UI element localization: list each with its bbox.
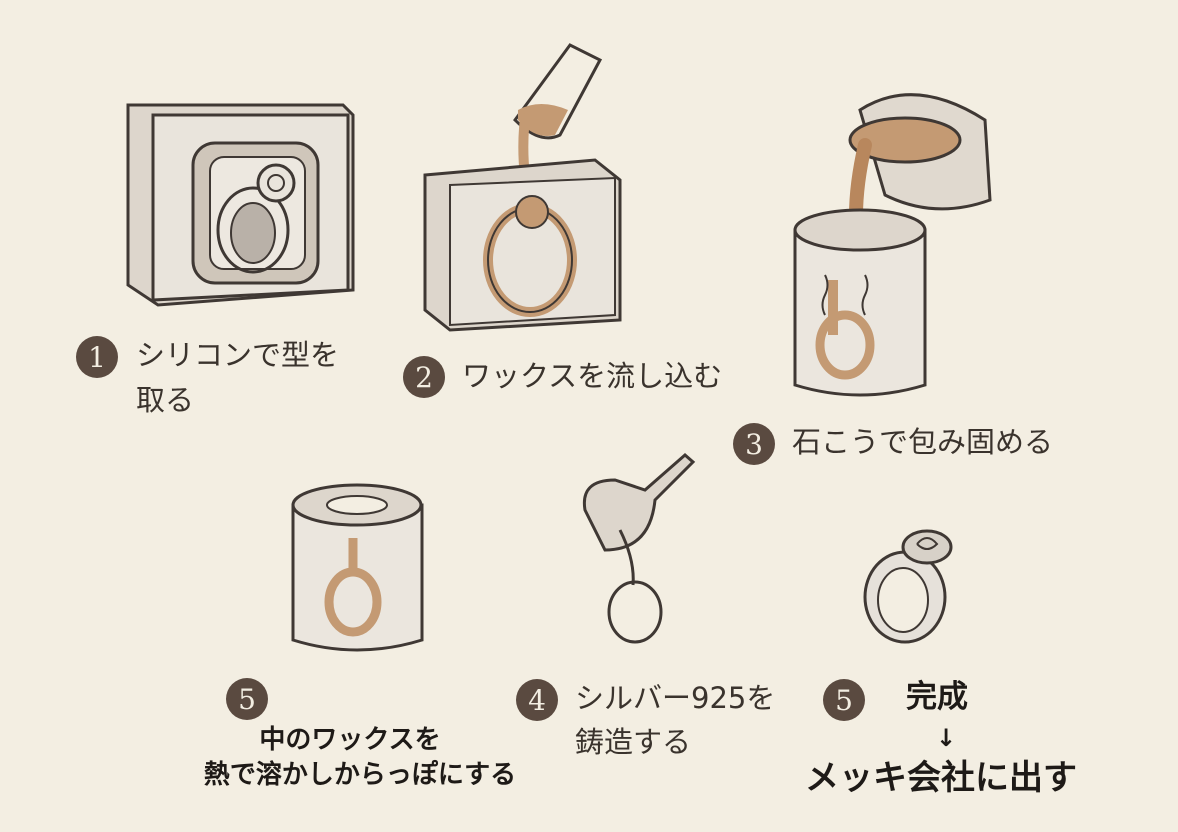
step-badge-3: 3 [733,423,775,465]
step-5-burnout-line2: 熱で溶かしからっぽにする [203,760,517,790]
step-4-label-line1: シルバー925を [575,681,776,715]
step-badge-4: 4 [516,679,558,721]
plaster-cylinder-illustration [793,93,992,397]
step-badge-5-complete: 5 [823,679,865,721]
step-4-label-line2: 鋳造する [575,725,692,759]
silver-casting-illustration [582,453,696,644]
step-2-label: ワックスを流し込む [462,359,723,393]
wax-pouring-illustration [423,43,622,332]
plating-label: メッキ会社に出す [805,758,1077,798]
silicone-mold-illustration [126,103,355,307]
step-badge-5-burnout: 5 [226,678,268,720]
step-3-label: 石こうで包み固める [792,425,1054,459]
step-badge-1: 1 [76,336,118,378]
step-5-burnout-line1: 中のワックスを [259,725,441,755]
step-1-label-line2: 取る [136,383,195,417]
down-arrow: ↓ [936,724,957,752]
step-badge-2: 2 [403,356,445,398]
complete-label: 完成 [906,679,968,715]
burnout-cylinder-illustration [291,483,424,652]
finished-ring-illustration [863,529,953,644]
step-1-label-line1: シリコンで型を [136,338,340,372]
